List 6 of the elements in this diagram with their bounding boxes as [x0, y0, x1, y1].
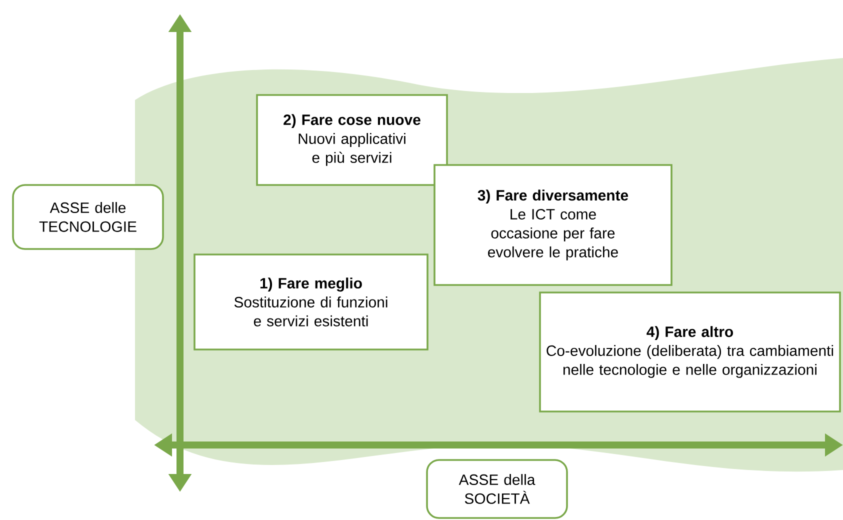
axis-label-box: ASSE delle TECNOLOGIE	[12, 184, 164, 250]
axis-label-box: ASSE della SOCIETÀ	[426, 459, 568, 519]
text-box: 1) Fare meglio Sostituzione di funzioni e servizi esistenti	[194, 254, 428, 350]
text-box: 3) Fare diversamente Le ICT come occasione per fare evolvere le pratiche	[434, 164, 672, 286]
text-box: 2) Fare cose nuove Nuovi applicativi e più servizi	[256, 94, 448, 186]
text-box: 4) Fare altro Co-evoluzione (deliberata) tra cambiamenti nelle tecnologie e nelle organizzazioni	[539, 292, 841, 412]
